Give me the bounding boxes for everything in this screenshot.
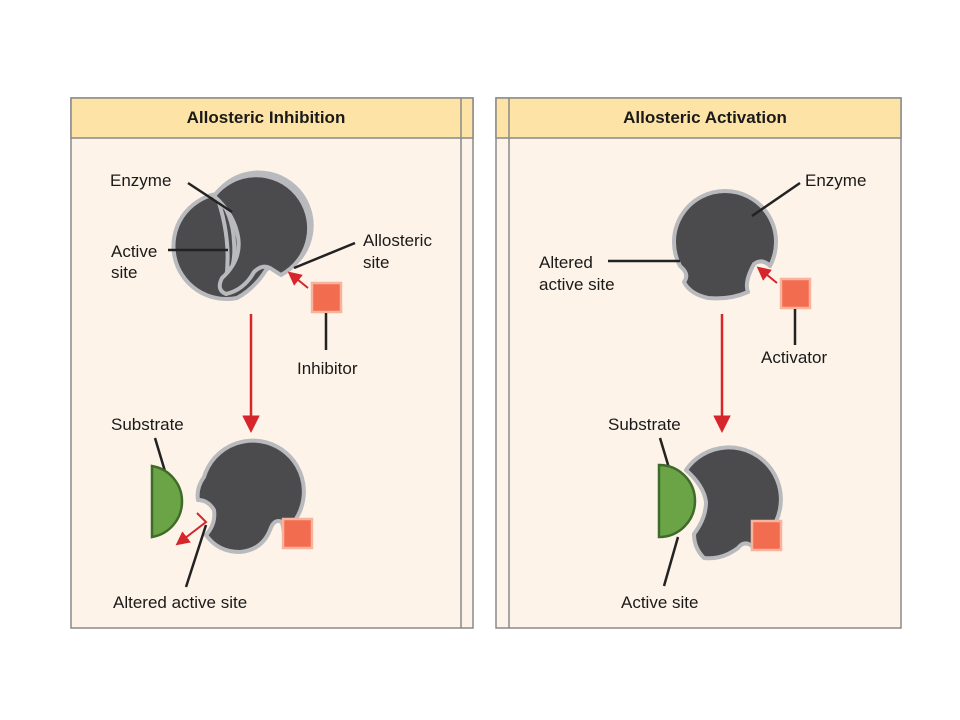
altered-active-site-label: Altered <box>539 253 593 272</box>
altered-active-site-label: active site <box>539 275 615 294</box>
substrate-label: Substrate <box>608 415 681 434</box>
active-site-label: site <box>111 263 137 282</box>
substrate-molecule <box>657 463 697 539</box>
enzyme-shape <box>672 189 778 301</box>
activation-title: Allosteric Activation <box>623 108 787 127</box>
inhibition-panel: Allosteric Inhibition Enzyme Active site… <box>70 97 474 629</box>
altered-active-site-leader <box>184 524 208 588</box>
enzyme-shape <box>212 173 312 296</box>
active-site-leader <box>662 536 680 587</box>
inhibition-panel-header <box>70 97 474 139</box>
allosteric-site-label: Allosteric <box>363 231 432 250</box>
enzyme-leader <box>751 181 801 218</box>
allosteric-site-label: site <box>363 253 389 272</box>
altered-enzyme-shape <box>195 438 306 554</box>
activator-molecule <box>779 277 812 310</box>
altered-active-site-label: Altered active site <box>113 593 247 612</box>
inhibition-title: Allosteric Inhibition <box>187 108 346 127</box>
activation-panel-header <box>495 97 902 139</box>
inhibitor-label: Inhibitor <box>297 359 358 378</box>
enzyme-label: Enzyme <box>805 171 866 190</box>
active-site-label: Active <box>111 242 157 261</box>
activation-panel: Allosteric Activation Enzyme Altered act… <box>495 97 902 629</box>
inhibitor-molecule <box>310 281 343 314</box>
binding-arrow <box>287 271 309 289</box>
binding-arrow <box>756 266 778 284</box>
inhibitor-molecule-bound <box>281 517 314 550</box>
substrate-label: Substrate <box>111 415 184 434</box>
active-site-label: Active site <box>621 593 698 612</box>
activator-label: Activator <box>761 348 827 367</box>
allosteric-site-leader <box>293 241 356 270</box>
enzyme-leader <box>187 181 233 214</box>
enzyme-label: Enzyme <box>110 171 171 190</box>
repel-arrow <box>175 512 208 546</box>
substrate-molecule <box>150 464 184 539</box>
activator-molecule-bound <box>750 519 783 552</box>
